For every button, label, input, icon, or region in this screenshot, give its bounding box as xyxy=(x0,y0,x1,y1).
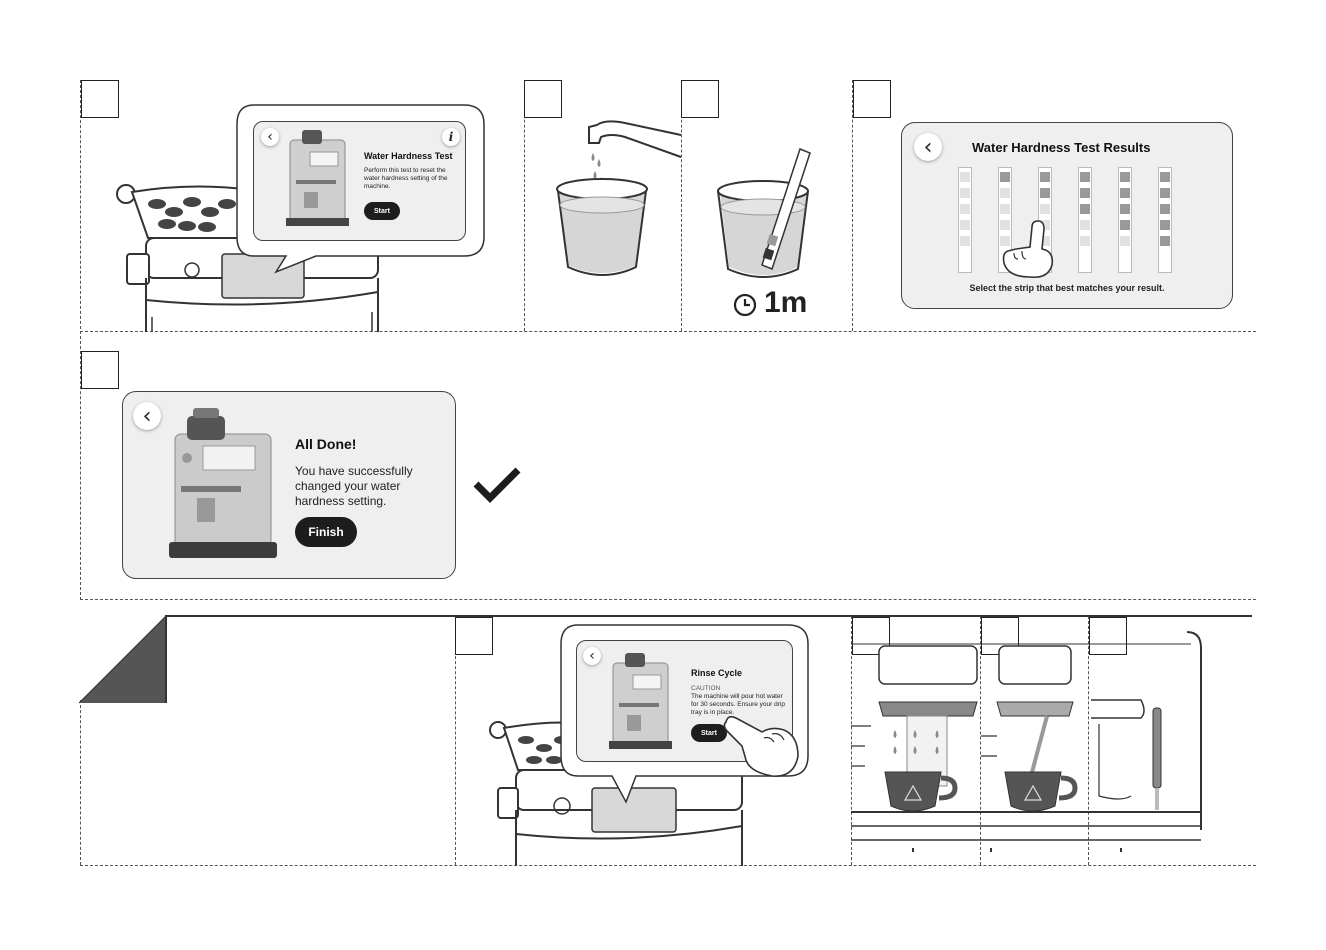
row3-top-line xyxy=(165,615,1252,617)
strip-pad xyxy=(1000,188,1010,198)
screen-body: The machine will pour hot water for 30 s… xyxy=(691,693,785,717)
clock-icon xyxy=(733,293,757,317)
strip-pad xyxy=(1160,172,1170,182)
strip-pad xyxy=(960,236,970,246)
faucet-filling-glass-illustration xyxy=(556,120,682,276)
hardness-strip-option[interactable] xyxy=(1158,167,1172,273)
strip-pad xyxy=(1080,220,1090,230)
back-button[interactable]: ‹ xyxy=(261,128,279,146)
strip-pad xyxy=(1120,220,1130,230)
strip-pad xyxy=(1160,188,1170,198)
screen-body: Perform this test to reset the water har… xyxy=(364,167,448,191)
hardness-strip-option[interactable] xyxy=(998,167,1012,273)
row1-bottom-divider xyxy=(80,331,1256,332)
all-done-screen: ‹ All Done! You have successfully change… xyxy=(122,391,456,579)
step-box-5 xyxy=(81,351,119,389)
row2-bottom-divider xyxy=(80,599,1256,600)
strip-pad xyxy=(1000,220,1010,230)
step-box-6 xyxy=(455,617,493,655)
screen-title: Water Hardness Test xyxy=(364,151,453,161)
checkmark-icon xyxy=(473,467,521,503)
step-box-4 xyxy=(853,80,891,118)
strip-pad xyxy=(1000,204,1010,214)
timer-value: 1m xyxy=(764,286,808,319)
step-box-9 xyxy=(1089,617,1127,655)
strip-pad xyxy=(960,220,970,230)
machine-illustration-step6 xyxy=(489,721,743,866)
strip-pad xyxy=(1080,188,1090,198)
strip-pad xyxy=(1160,204,1170,214)
screen-caption: Select the strip that best matches your … xyxy=(969,283,1165,293)
folded-page-corner xyxy=(78,615,167,704)
pressing-hand-icon xyxy=(723,715,799,777)
test-results-screen: ‹ Water Hardness Test Results Select the… xyxy=(901,122,1233,309)
hardness-strip-option[interactable] xyxy=(1118,167,1132,273)
machine-photo xyxy=(169,408,277,558)
screen-title: Water Hardness Test Results xyxy=(972,140,1151,155)
back-button[interactable]: ‹ xyxy=(133,402,161,430)
hardness-strip-option[interactable] xyxy=(1078,167,1092,273)
row3-bottom-divider xyxy=(80,865,1256,866)
strip-pad xyxy=(1080,172,1090,182)
strip-pad xyxy=(960,204,970,214)
left-border-lower xyxy=(80,700,81,865)
left-border xyxy=(80,80,81,600)
step-box-1 xyxy=(81,80,119,118)
strip-pad xyxy=(1120,172,1130,182)
start-button[interactable]: Start xyxy=(691,724,727,742)
screen-title: Rinse Cycle xyxy=(691,668,743,678)
strip-pad xyxy=(960,172,970,182)
rinse-pour-illustrations xyxy=(851,631,1202,852)
screen-body: You have successfully changed your water… xyxy=(295,464,413,508)
strip-pad xyxy=(1000,172,1010,182)
strip-pad xyxy=(1120,204,1130,214)
divider-2-3 xyxy=(681,80,682,331)
divider-1-2 xyxy=(524,80,525,331)
strip-pad xyxy=(1040,204,1050,214)
machine-thumbnail xyxy=(609,653,672,749)
divider-3-4 xyxy=(852,80,853,331)
caution-label: CAUTION xyxy=(691,685,721,692)
start-button[interactable]: Start xyxy=(364,202,400,220)
back-button[interactable]: ‹ xyxy=(583,647,601,665)
step-box-3 xyxy=(681,80,719,118)
strip-pad xyxy=(1160,220,1170,230)
back-button[interactable]: ‹ xyxy=(914,133,942,161)
pointing-hand-icon xyxy=(1002,220,1054,279)
strip-pad xyxy=(1080,236,1090,246)
strip-row xyxy=(958,167,1178,273)
strip-pad xyxy=(1120,188,1130,198)
strip-pad xyxy=(1040,236,1050,246)
finish-button[interactable]: Finish xyxy=(295,517,357,547)
screen-title: All Done! xyxy=(295,436,357,452)
strip-pad xyxy=(1120,236,1130,246)
strip-pad xyxy=(1040,188,1050,198)
strip-pad xyxy=(1080,204,1090,214)
water-hardness-test-screen: ‹ i Water Hardness Test Perform this tes… xyxy=(253,121,466,241)
step-box-2 xyxy=(524,80,562,118)
strip-pad xyxy=(1040,172,1050,182)
divider-row3-a xyxy=(455,616,456,865)
info-button[interactable]: i xyxy=(442,128,460,146)
machine-thumbnail xyxy=(286,130,349,226)
strip-pad xyxy=(1160,236,1170,246)
divider-row3-c xyxy=(980,616,981,865)
divider-row3-d xyxy=(1088,616,1089,865)
folded-page-edge xyxy=(165,615,167,703)
divider-row3-b xyxy=(851,616,852,865)
hardness-strip-option[interactable] xyxy=(958,167,972,273)
strip-pad xyxy=(1000,236,1010,246)
strip-pad xyxy=(1040,220,1050,230)
strip-pad xyxy=(960,188,970,198)
test-strip-in-glass-illustration xyxy=(717,148,811,278)
